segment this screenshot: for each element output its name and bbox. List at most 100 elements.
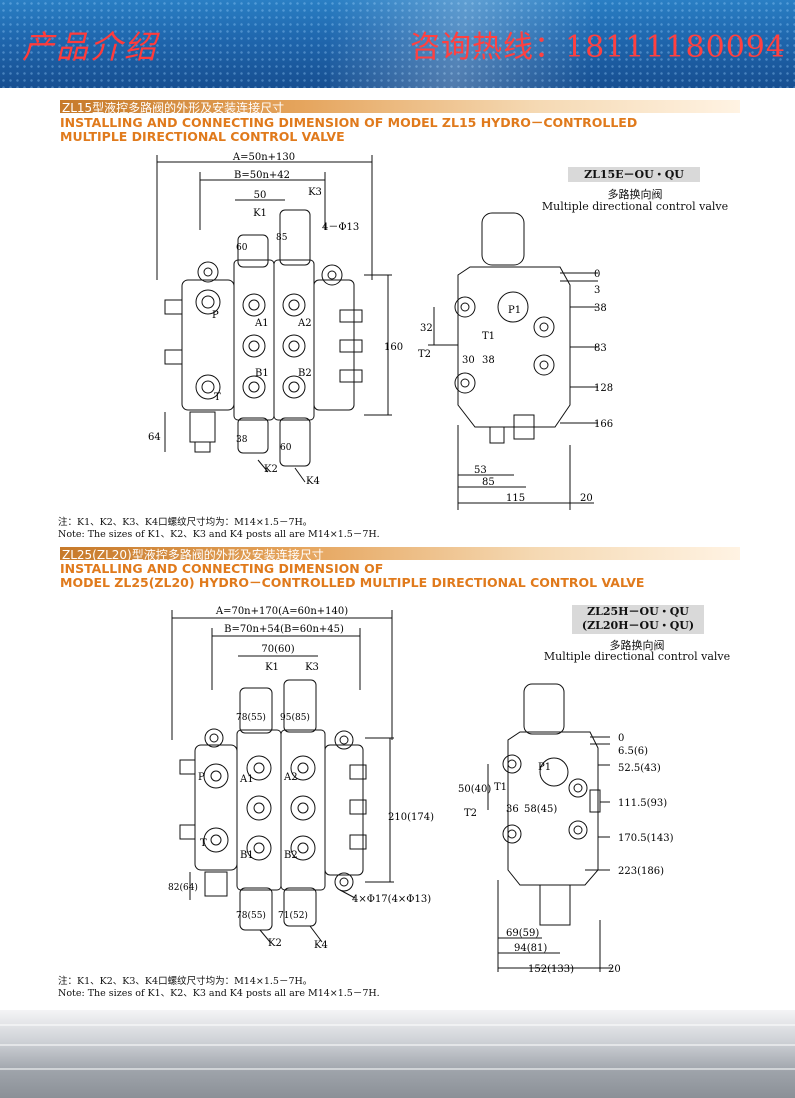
front2-dim-210: 210(174): [388, 812, 434, 823]
section2-side-view-drawing: 0 6.5(6) 52.5(43) 111.5(93) 170.5(143) 2…: [458, 683, 674, 975]
front2-port-A2: A2: [283, 772, 298, 783]
section2-front-view-drawing: A=70n+170(A=60n+140) B=70n+54(B=60n+45) …: [168, 606, 434, 951]
side1-label-P1: P1: [508, 305, 521, 316]
side2-y170: 170.5(143): [618, 833, 674, 844]
front2-port-P: P: [198, 772, 205, 783]
side1-y3: 3: [594, 285, 600, 296]
side2-dim-36: 36: [506, 804, 519, 815]
side2-y223: 223(186): [618, 866, 664, 877]
front1-port-P: P: [212, 310, 219, 321]
section1-note-cn: 注：K1、K2、K3、K4口螺纹尺寸均为：M14×1.5－7H。: [58, 517, 313, 528]
footer-stripe: [0, 1068, 795, 1070]
side1-x85: 85: [482, 477, 495, 488]
footer-stripe: [0, 1044, 795, 1046]
section2-note-en: Note: The sizes of K1、K2、K3 and K4 posts…: [58, 988, 380, 999]
front1-label-K3: K3: [308, 187, 322, 198]
front1-dim-64: 64: [148, 432, 161, 443]
banner-light-streak: [330, 0, 590, 88]
side1-y0: 0: [594, 269, 600, 280]
front2-port-A1: A1: [239, 774, 254, 785]
front1-label-K2: K2: [264, 464, 278, 475]
front2-label-K2: K2: [268, 938, 282, 949]
side1-x115: 115: [506, 493, 525, 504]
front2-port-B2: B2: [284, 850, 298, 861]
front1-port-B1: B1: [255, 368, 269, 379]
front1-dim-85: 85: [276, 233, 288, 243]
front2-port-B1: B1: [240, 850, 254, 861]
hotline-title: 咨询热线：18111180094: [410, 30, 786, 65]
front1-dim-60: 60: [236, 243, 248, 253]
section2-model-label: ZL25H－OU・QU (ZL20H－OU・QU): [572, 605, 704, 634]
front1-dim-38: 38: [236, 435, 248, 445]
section2-en-title-line2: MODEL ZL25(ZL20) HYDRO－CONTROLLED MULTIP…: [60, 575, 645, 590]
section2-caption-cn: 多路换向阀: [609, 639, 665, 652]
side2-x152: 152(133): [528, 964, 574, 975]
side2-dim-58: 58(45): [524, 804, 557, 815]
front1-port-A2: A2: [297, 318, 312, 329]
section1-front-view-drawing: A=50n+130 B=50n+42 50 K1 K3 60 85 4－Φ13 …: [148, 152, 403, 487]
header-banner: 产品介绍 咨询热线：18111180094: [0, 0, 795, 88]
section2-note-cn: 注：K1、K2、K3、K4口螺纹尺寸均为：M14×1.5－7H。: [58, 976, 313, 987]
front1-label-K4: K4: [306, 476, 320, 487]
section1-side-view-drawing: 0 3 38 83 128 166 32 T2 T1 P1 30 38 53 8…: [418, 212, 613, 510]
front2-port-T: T: [200, 838, 207, 849]
section2-caption-en: Multiple directional control valve: [543, 650, 731, 663]
side1-y128: 128: [594, 383, 613, 394]
front1-port-T: T: [214, 392, 221, 403]
section2-model-line2: (ZL20H－OU・QU): [581, 619, 695, 632]
section1-caption-en: Multiple directional control valve: [541, 200, 729, 213]
front2-dim-78: 78(55): [236, 712, 266, 723]
side1-label-T1: T1: [482, 331, 495, 342]
side2-y0: 0: [618, 733, 624, 744]
side2-x94: 94(81): [514, 943, 547, 954]
section2-cn-title: ZL25(ZL20)型液控多路阀的外形及安装连接尺寸: [62, 548, 324, 562]
front1-dim-50: 50: [254, 190, 267, 201]
side2-x20: 20: [608, 964, 621, 975]
side1-x20: 20: [580, 493, 593, 504]
side1-dim-30: 30: [462, 355, 475, 366]
section1-cn-title: ZL15型液控多路阀的外形及安装连接尺寸: [62, 101, 285, 115]
front2-dim-A: A=70n+170(A=60n+140): [215, 606, 348, 617]
section2-model-line1: ZL25H－OU・QU: [587, 605, 689, 618]
product-intro-title: 产品介绍: [22, 28, 159, 66]
front1-dim-60b: 60: [280, 443, 292, 453]
side2-label-P1: P1: [538, 762, 551, 773]
side1-y83: 83: [594, 343, 607, 354]
side1-x53: 53: [474, 465, 487, 476]
footer-stripe: [0, 1024, 795, 1026]
side2-label-T1: T1: [494, 782, 507, 793]
front1-holes-label: 4－Φ13: [322, 222, 359, 233]
front2-dim-82: 82(64): [168, 882, 198, 893]
front2-holes-label: 4×Φ17(4×Φ13): [352, 894, 431, 905]
side1-label-T2: T2: [418, 349, 431, 360]
section2-title-bar: ZL25(ZL20)型液控多路阀的外形及安装连接尺寸: [60, 547, 740, 562]
section1-title-bar: ZL15型液控多路阀的外形及安装连接尺寸: [60, 100, 740, 115]
footer-decoration: [0, 1010, 795, 1098]
front1-dim-B: B=50n+42: [234, 170, 290, 181]
front1-dim-160: 160: [384, 342, 403, 353]
banner-dot-pattern: [0, 0, 795, 88]
front2-label-K4: K4: [314, 940, 328, 951]
front1-label-K1: K1: [253, 208, 267, 219]
section1-caption-cn: 多路换向阀: [607, 188, 663, 201]
section1-en-title-line2: MULTIPLE DIRECTIONAL CONTROL VALVE: [60, 129, 345, 144]
front1-port-A1: A1: [254, 318, 269, 329]
side2-dim-50: 50(40): [458, 784, 491, 795]
front2-dim-B: B=70n+54(B=60n+45): [224, 624, 344, 635]
front1-port-B2: B2: [298, 368, 312, 379]
front2-dim-71: 71(52): [278, 910, 308, 921]
front2-label-K1: K1: [265, 662, 279, 673]
side2-y111: 111.5(93): [618, 798, 667, 809]
side2-y6: 6.5(6): [618, 746, 648, 757]
side2-label-T2: T2: [464, 808, 477, 819]
side1-dim-32: 32: [420, 323, 433, 334]
front2-dim-70: 70(60): [261, 644, 294, 655]
side1-y38: 38: [594, 303, 607, 314]
front2-dim-78b: 78(55): [236, 910, 266, 921]
side2-x69: 69(59): [506, 928, 539, 939]
side1-dim-38: 38: [482, 355, 495, 366]
section1-model-label: ZL15E－OU・QU: [568, 167, 700, 182]
section1-note-en: Note: The sizes of K1、K2、K3 and K4 posts…: [58, 529, 380, 540]
front1-dim-A: A=50n+130: [232, 152, 295, 163]
side1-y166: 166: [594, 419, 613, 430]
